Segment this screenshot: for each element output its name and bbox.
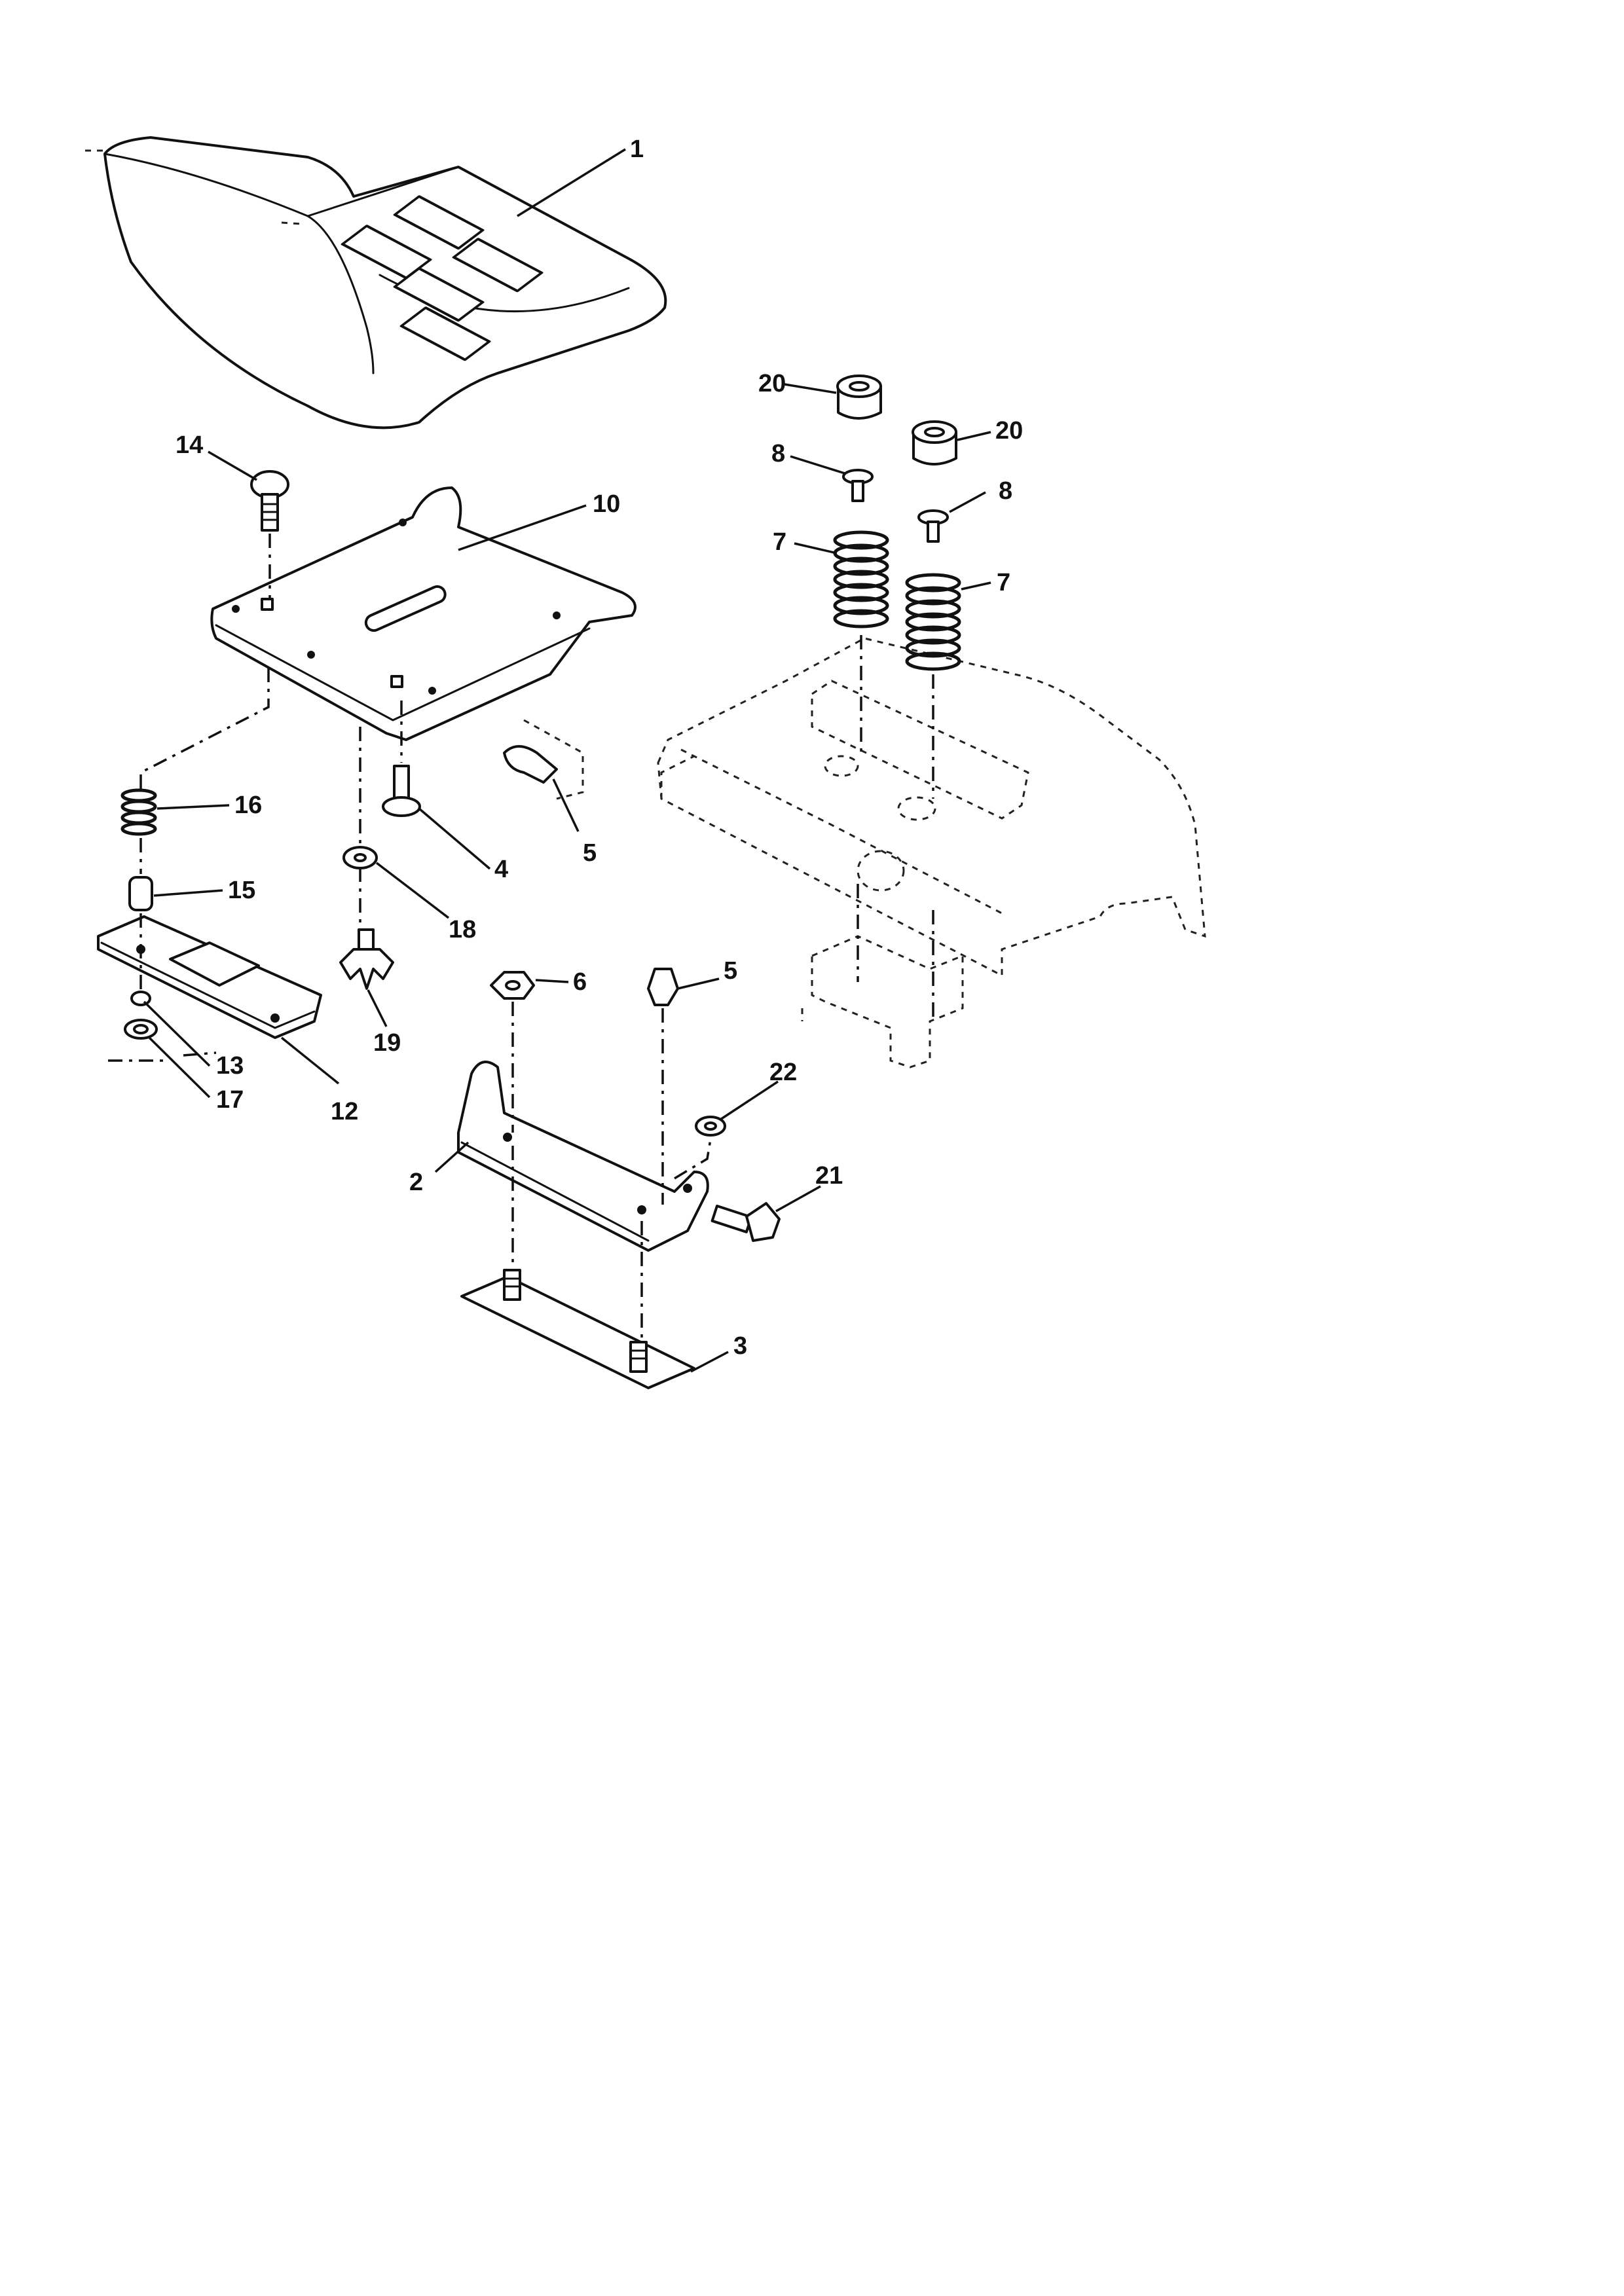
callout-8b: 8 <box>999 477 1012 505</box>
callout-20a: 20 <box>758 370 786 397</box>
callout-7a: 7 <box>773 528 786 556</box>
callout-numbers: 1 2 3 4 5 5 6 7 7 8 8 10 12 13 14 15 16 … <box>175 136 1023 1360</box>
callout-1: 1 <box>630 136 644 163</box>
bracket-plate <box>97 915 322 1039</box>
callout-18: 18 <box>449 916 476 943</box>
hex-nut <box>490 971 535 1000</box>
leader-lines <box>143 148 991 1373</box>
callout-16: 16 <box>234 792 262 819</box>
callout-14: 14 <box>175 431 203 459</box>
spring-small <box>120 788 157 836</box>
callout-5a: 5 <box>583 839 597 867</box>
callout-12: 12 <box>331 1098 358 1125</box>
seat-pad <box>341 195 544 361</box>
callout-2: 2 <box>409 1169 423 1196</box>
callout-15: 15 <box>228 877 255 904</box>
callout-13: 13 <box>216 1052 244 1080</box>
rubber-bumper-right <box>912 420 957 465</box>
callout-17: 17 <box>216 1086 244 1114</box>
shoulder-bolt <box>382 765 421 817</box>
callout-6: 6 <box>573 968 587 996</box>
callout-20b: 20 <box>995 417 1023 445</box>
seat-pan <box>210 486 637 741</box>
rubber-bumper-left <box>836 374 882 420</box>
bolt-right <box>917 509 949 543</box>
callout-22: 22 <box>769 1059 797 1086</box>
bolt-left <box>842 469 874 502</box>
seat <box>85 136 667 429</box>
callout-8a: 8 <box>771 440 785 467</box>
spring-left <box>833 530 889 629</box>
adjustment-knob <box>339 928 394 990</box>
spacer <box>128 876 153 911</box>
hex-bolt <box>710 1202 781 1242</box>
stud-plate <box>460 1269 695 1389</box>
small-fasteners <box>124 991 158 1040</box>
washer <box>342 846 378 869</box>
spring-right <box>905 573 961 671</box>
callout-10: 10 <box>593 490 620 518</box>
callout-3: 3 <box>733 1332 747 1360</box>
callout-4: 4 <box>494 856 508 883</box>
lock-nut <box>695 1116 726 1137</box>
assembly-centerlines <box>108 534 934 1339</box>
callout-7b: 7 <box>997 569 1010 596</box>
callout-21: 21 <box>815 1162 843 1190</box>
callout-5b: 5 <box>724 957 737 985</box>
clip-upper <box>503 719 584 800</box>
callout-19: 19 <box>373 1029 401 1057</box>
clip-lower <box>647 968 679 1006</box>
seat-hinge-bracket <box>457 1061 709 1252</box>
carriage-bolt <box>250 470 289 532</box>
fender-outline <box>657 637 1206 1068</box>
